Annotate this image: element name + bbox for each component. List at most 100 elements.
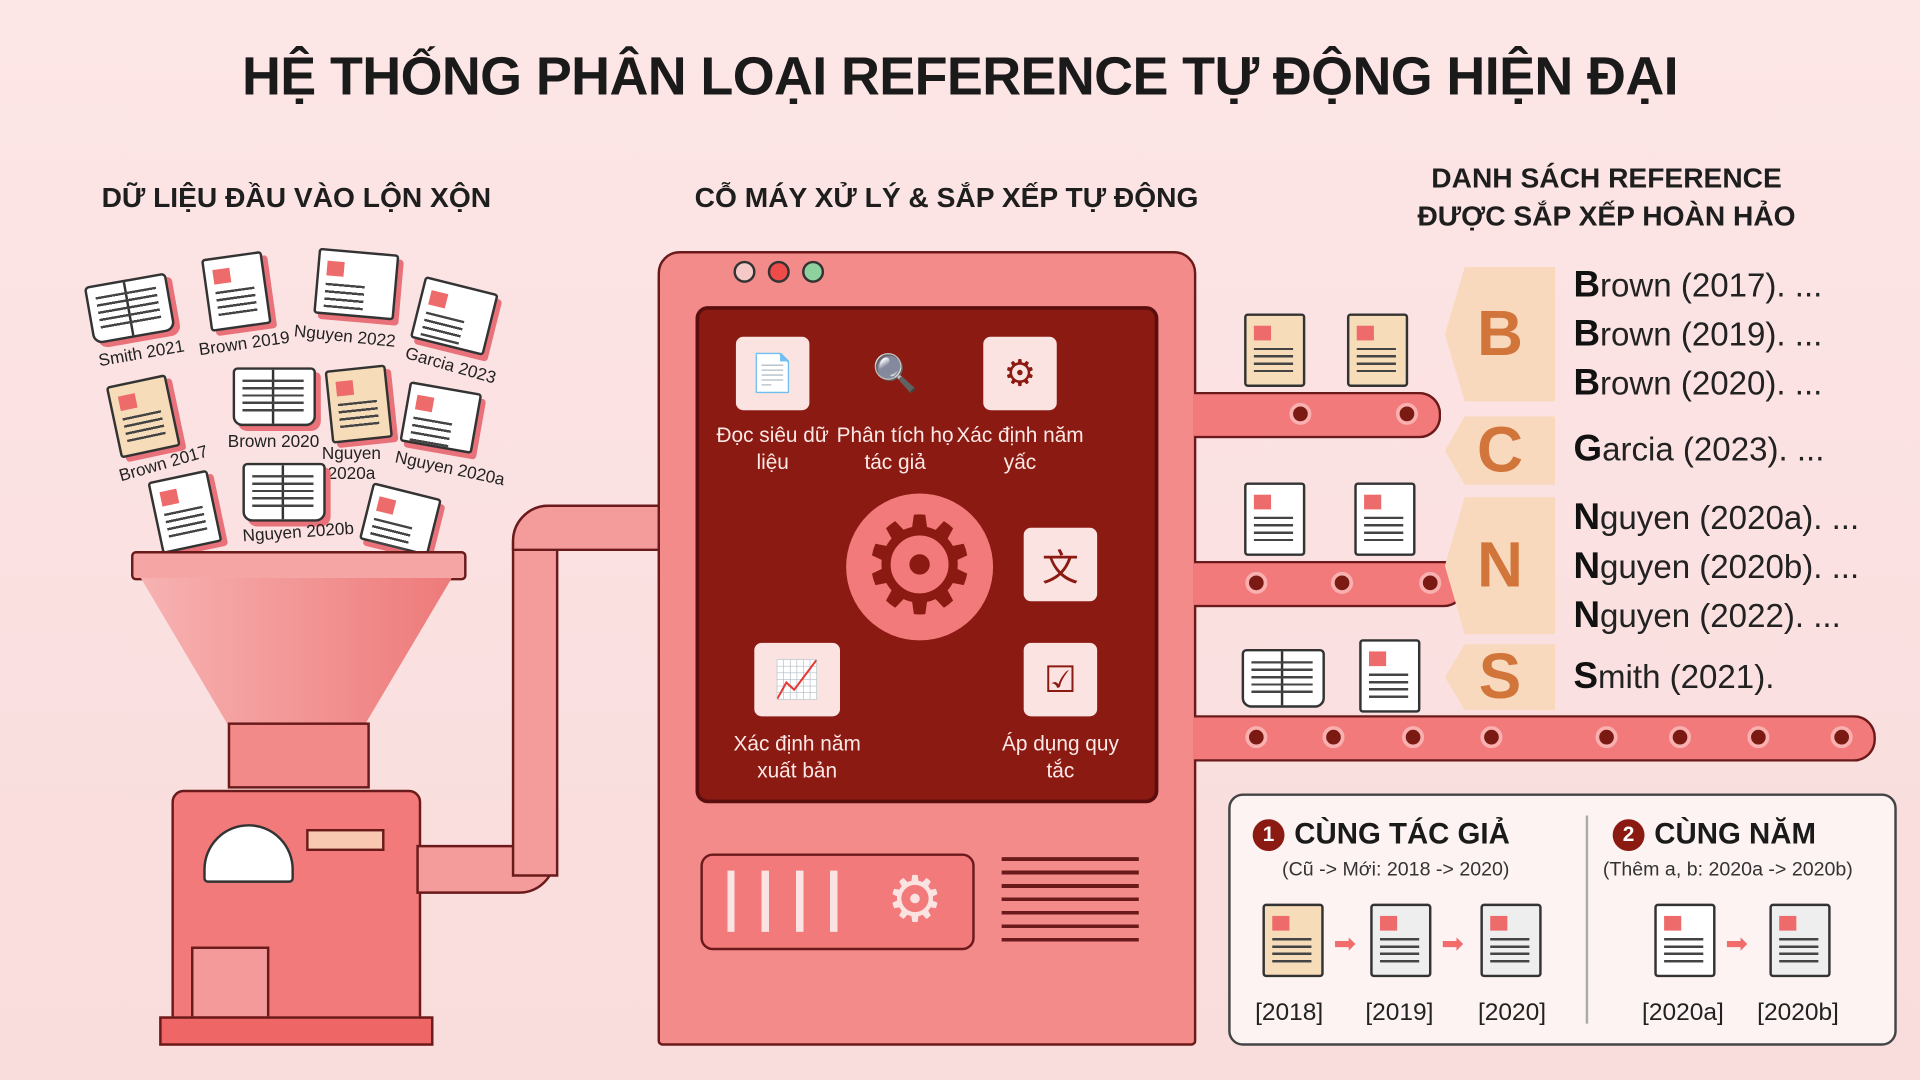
document-gear-icon: 📄 <box>735 336 810 411</box>
pipe <box>511 504 664 552</box>
document-icon <box>1359 639 1421 713</box>
group-letter-c: C <box>1444 416 1556 485</box>
process-screen: 📄 Đọc siêu dữ liệu 🔍 Phân tích họ tác gi… <box>695 306 1159 804</box>
chart-page-icon <box>409 275 499 356</box>
funnel-neck <box>227 722 370 789</box>
input-item: Brown 2019 <box>197 326 291 359</box>
document-icon <box>1370 903 1432 978</box>
reference-entry: Brown (2019). ... <box>1573 313 1823 354</box>
step-read-metadata: Đọc siêu dữ liệu <box>716 423 829 474</box>
vent <box>1001 857 1139 943</box>
rule-same-year-subtitle: (Thêm a, b: 2020a -> 2020b) <box>1602 859 1853 881</box>
input-heading: DỮ LIỆU ĐẦU VÀO LỘN XỘN <box>101 181 492 214</box>
document-icon <box>1769 903 1831 978</box>
roller <box>1419 571 1442 594</box>
slider-controls[interactable] <box>727 870 863 932</box>
step-analyze-author: Phân tích họ tác giả <box>836 423 954 474</box>
hatch <box>191 946 270 1019</box>
output-heading-line2: ĐƯỢC SẮP XẾP HOÀN HẢO <box>1417 199 1796 232</box>
book-icon <box>232 367 316 427</box>
conveyor-belt <box>1193 391 1442 439</box>
roller <box>1289 402 1312 425</box>
book-icon <box>83 272 176 345</box>
roller <box>1395 402 1418 425</box>
calendar-chart-icon: 📈 <box>754 642 841 717</box>
page-title: HỆ THỐNG PHÂN LOẠI REFERENCE TỰ ĐỘNG HIỆ… <box>242 46 1679 107</box>
output-heading: DANH SÁCH REFERENCE ĐƯỢC SẮP XẾP HOÀN HẢ… <box>1371 159 1841 235</box>
chart-page-icon <box>399 381 483 455</box>
document-icon <box>1262 903 1324 978</box>
group-letter-b: B <box>1444 266 1556 402</box>
roller <box>1402 726 1425 749</box>
roller <box>1245 726 1268 749</box>
document-icon <box>1480 903 1542 978</box>
document-icon <box>147 469 223 555</box>
display-panel <box>306 828 385 852</box>
indicator-light <box>767 260 790 283</box>
year-label: [2020a] <box>1642 999 1724 1027</box>
step-publication-year: Xác định năm xuất bản <box>733 732 861 783</box>
reference-entry: Garcia (2023). ... <box>1573 428 1825 469</box>
document-icon <box>1244 313 1306 387</box>
book-icon <box>242 462 326 522</box>
roller <box>1480 726 1503 749</box>
reference-entry: Brown (2020). ... <box>1573 362 1823 403</box>
sorter-base <box>171 789 422 1022</box>
conveyor-belt <box>1193 560 1466 608</box>
conveyor-belt <box>1193 715 1876 762</box>
roller <box>1331 571 1354 594</box>
group-letter-s: S <box>1444 644 1556 711</box>
central-gear-icon: ⚙ <box>846 493 994 641</box>
year-label: [2020b] <box>1757 999 1839 1027</box>
reference-entry: Nguyen (2020a). ... <box>1573 497 1860 538</box>
document-icon <box>105 374 181 459</box>
step-identify-year: Xác định năm yấc <box>956 423 1084 474</box>
arrow-right-icon: ➡ <box>1333 928 1357 959</box>
reference-entry: Brown (2017). ... <box>1573 264 1823 305</box>
arrow-right-icon: ➡ <box>1441 928 1464 959</box>
translate-check-icon: 文 <box>1023 527 1098 602</box>
year-label: [2019] <box>1365 999 1434 1027</box>
gauge-icon <box>203 824 294 883</box>
roller <box>1322 726 1345 749</box>
arrow-right-icon: ➡ <box>1725 928 1748 959</box>
group-letter-n: N <box>1444 497 1556 635</box>
divider <box>1585 815 1589 1024</box>
document-icon <box>200 250 272 333</box>
document-icon <box>1354 482 1416 556</box>
roller <box>1245 571 1268 594</box>
gears-icon: ⚙ <box>983 336 1057 411</box>
year-label: [2020] <box>1477 999 1547 1027</box>
rule-same-author-subtitle: (Cũ -> Mới: 2018 -> 2020) <box>1282 859 1510 881</box>
indicator-light <box>802 260 825 283</box>
control-panel: ⚙ <box>700 853 975 951</box>
year-label: [2018] <box>1255 999 1324 1027</box>
input-item: Nguyen 2022 <box>293 320 397 351</box>
person-search-icon: 🔍 <box>872 353 918 394</box>
reference-entry: Nguyen (2020b). ... <box>1573 546 1860 587</box>
sorter-foot <box>159 1016 434 1046</box>
document-icon <box>1244 482 1306 556</box>
book-icon <box>1241 648 1325 708</box>
reference-entry: Smith (2021). <box>1573 656 1775 697</box>
input-item: Nguyen 2020b <box>241 517 355 546</box>
output-heading-line1: DANH SÁCH REFERENCE <box>1431 161 1782 194</box>
document-icon <box>324 364 394 444</box>
input-item: Nguyen 2020a <box>393 446 507 489</box>
input-item: Brown 2020 <box>227 431 320 451</box>
step-apply-rules: Áp dụng quy tắc <box>1001 732 1119 783</box>
reference-entry: Nguyen (2022). ... <box>1573 595 1841 636</box>
document-icon <box>1346 313 1409 387</box>
roller <box>1830 726 1853 749</box>
funnel-rim <box>131 551 467 581</box>
webpage-icon <box>313 247 400 321</box>
indicator-light <box>733 260 756 283</box>
funnel-cone <box>140 577 452 725</box>
roller <box>1595 726 1618 749</box>
pipe <box>511 504 559 877</box>
webpage-icon <box>358 482 442 557</box>
